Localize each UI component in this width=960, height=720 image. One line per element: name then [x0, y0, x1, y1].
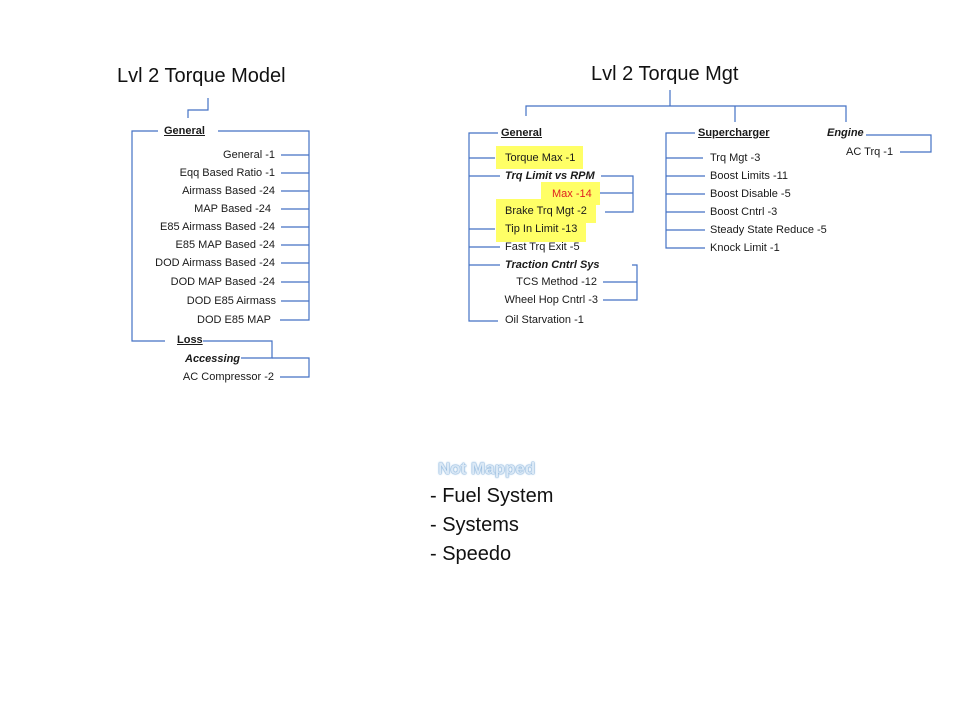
model-general-right-bracket: [218, 130, 310, 321]
model-item: Eqq Based Ratio -1: [179, 167, 275, 179]
fast-trq-exit-item: Fast Trq Exit -5: [505, 241, 580, 253]
mgt-title-connector: [525, 90, 847, 122]
mgt-general-header: General: [501, 127, 542, 139]
mgt-supercharger-header: Supercharger: [698, 127, 770, 139]
mgt-general-ticks: [469, 157, 500, 266]
wheel-hop-cntrl-item: Wheel Hop Cntrl -3: [504, 294, 598, 306]
supercharger-item: Boost Cntrl -3: [710, 206, 778, 218]
not-mapped-item: - Systems: [430, 514, 519, 536]
mgt-supercharger-trunk: [665, 132, 705, 249]
model-accessing-header: Accessing: [185, 353, 241, 365]
oil-starvation-item: Oil Starvation -1: [505, 314, 584, 326]
torque-max-item: Torque Max -1: [496, 146, 584, 169]
model-item: DOD E85 MAP: [197, 314, 271, 326]
model-item-ticks: [281, 154, 309, 302]
model-item: Airmass Based -24: [182, 185, 275, 197]
mgt-supercharger-ticks: [666, 157, 705, 231]
engine-item: AC Trq -1: [846, 146, 894, 158]
model-loss-connector: [203, 340, 273, 359]
model-item: MAP Based -24: [194, 203, 271, 215]
torque-model-title: Lvl 2 Torque Model: [117, 65, 286, 87]
torque-mgt-title: Lvl 2 Torque Mgt: [591, 63, 739, 85]
tip-in-limit-item: Tip In Limit -13: [496, 218, 587, 242]
model-item: General -1: [223, 149, 275, 161]
not-mapped-item: - Speedo: [430, 543, 512, 565]
model-item: E85 Airmass Based -24: [160, 221, 275, 233]
not-mapped-item: - Fuel System: [430, 485, 554, 507]
supercharger-item: Boost Disable -5: [710, 188, 791, 200]
tcs-method-item: TCS Method -12: [516, 276, 597, 288]
supercharger-item: Knock Limit -1: [710, 242, 780, 254]
model-loss-header: Loss: [177, 334, 203, 346]
mgt-general-trunk: [468, 132, 498, 322]
trq-limit-vs-rpm-header: Trq Limit vs RPM: [505, 170, 595, 182]
model-title-connector: [187, 98, 209, 118]
supercharger-item: Trq Mgt -3: [710, 152, 761, 164]
model-item: DOD E85 Airmass: [186, 295, 276, 307]
mgt-rpm-bracket: [600, 175, 634, 213]
mgt-engine-connector: [866, 134, 932, 153]
model-item: E85 MAP Based -24: [175, 239, 275, 251]
supercharger-item: Boost Limits -11: [710, 170, 789, 182]
model-general-left-bracket: [131, 130, 165, 342]
model-accessing-connector: [272, 357, 310, 378]
not-mapped-label: Not Mapped: [438, 459, 536, 478]
model-item: DOD Airmass Based -24: [155, 257, 275, 269]
supercharger-item: Steady State Reduce -5: [710, 224, 827, 236]
mgt-tcs-bracket: [603, 264, 638, 301]
model-general-header: General: [164, 125, 205, 137]
model-item: DOD MAP Based -24: [170, 276, 275, 288]
mgt-engine-header: Engine: [827, 127, 864, 139]
model-accessing-item: AC Compressor -2: [182, 371, 274, 383]
traction-cntrl-sys-header: Traction Cntrl Sys: [505, 259, 600, 271]
